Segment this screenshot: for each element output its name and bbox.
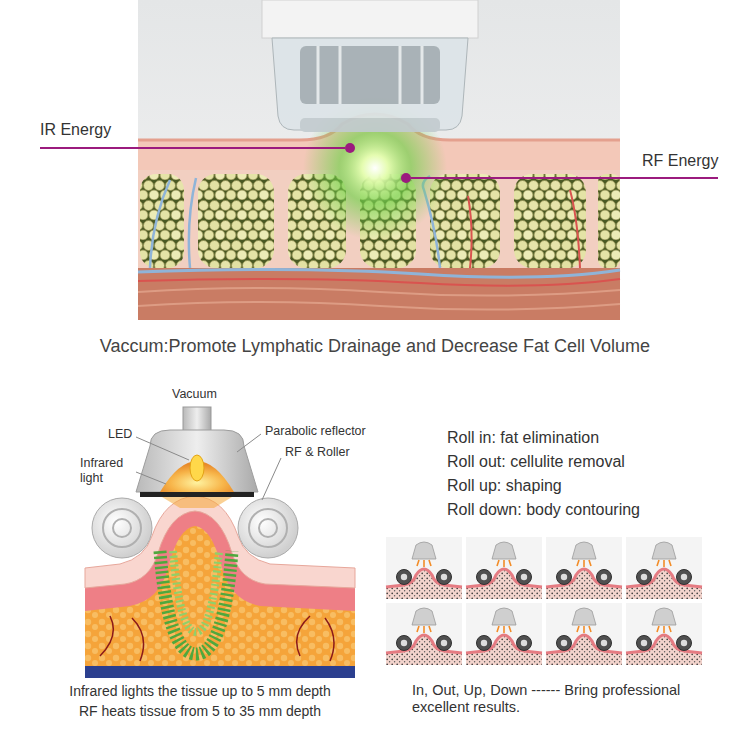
vacuum-nozzle — [183, 407, 211, 432]
muscle-fibres — [138, 288, 620, 310]
led-lamp — [190, 455, 204, 481]
leader-line — [262, 458, 281, 500]
roller-groove — [249, 509, 287, 547]
leader-line — [411, 177, 718, 179]
device-rim — [300, 118, 440, 132]
device-cup — [272, 38, 468, 130]
energy-label: IR Energy — [40, 120, 111, 139]
roller-tissue — [85, 496, 355, 678]
muscle-layer — [138, 268, 620, 320]
motion-cell — [546, 603, 622, 665]
artery — [138, 279, 620, 286]
device-body — [262, 0, 478, 38]
rf-coil — [173, 551, 219, 632]
fat-lobule — [198, 174, 274, 268]
motion-cell — [546, 537, 622, 599]
part-label: LED — [108, 427, 132, 442]
energy-label: RF Energy — [642, 151, 718, 170]
device-inner — [300, 46, 440, 104]
vein — [138, 269, 620, 277]
leader-dot — [401, 173, 411, 183]
roller-groove — [103, 509, 141, 547]
note-text: RF heats tissue from 5 to 35 mm depth — [79, 703, 321, 720]
leader-dot — [345, 143, 355, 153]
leader-line — [40, 147, 345, 149]
handpiece-device — [262, 0, 478, 132]
motion-cell — [626, 537, 702, 599]
feature-text: Roll down: body contouring — [447, 500, 640, 519]
part-label: Parabolic reflector — [265, 424, 366, 439]
artery — [468, 190, 580, 268]
motion-cell — [466, 537, 542, 599]
roller-groove — [259, 519, 277, 537]
part-label: RF & Roller — [285, 445, 350, 460]
rf-coil — [160, 551, 232, 654]
fat-lobule — [140, 174, 184, 268]
roller — [238, 498, 298, 558]
motion-cell — [626, 603, 702, 665]
rf-plate — [140, 492, 254, 497]
motion-grid — [386, 537, 702, 665]
leader-line — [136, 437, 189, 460]
roller-groove — [113, 519, 131, 537]
feature-text: Roll up: shaping — [447, 476, 562, 495]
epidermis — [85, 496, 355, 588]
leader-line — [237, 434, 261, 452]
motion-cell — [386, 537, 462, 599]
device-ribs — [318, 46, 422, 104]
leader-line — [136, 472, 166, 484]
fat-lobule — [598, 174, 620, 268]
part-label: Vacuum — [172, 387, 217, 402]
motion-cell — [386, 603, 462, 665]
feature-text: Roll out: cellulite removal — [447, 452, 625, 471]
roller — [92, 498, 152, 558]
note-text: Infrared lights the tissue up to 5 mm de… — [69, 683, 330, 700]
head-shell — [136, 430, 258, 492]
caption-text: Vaccum:Promote Lymphatic Drainage and De… — [100, 336, 650, 358]
motion-cell — [466, 603, 542, 665]
tissue-illustration — [40, 0, 718, 320]
note-text: In, Out, Up, Down ------ Bring professio… — [412, 682, 712, 717]
image-ground — [138, 0, 620, 320]
feature-text: Roll in: fat elimination — [447, 428, 599, 447]
part-label: Infrared light — [80, 456, 138, 486]
infrared-beam — [162, 497, 232, 508]
